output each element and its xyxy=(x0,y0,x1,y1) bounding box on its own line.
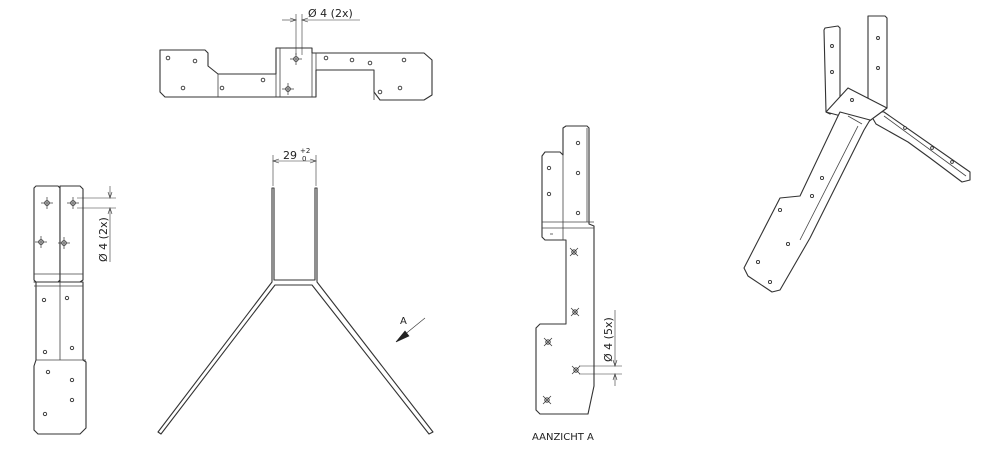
view-a-hole-label: Ø 4 (5x) xyxy=(602,317,615,362)
top-view-outline xyxy=(159,47,433,101)
side-view-strip-right xyxy=(59,185,84,283)
isometric-view xyxy=(743,15,971,293)
width-tol-upper: +2 xyxy=(300,147,310,155)
view-marker-label: A xyxy=(400,316,407,327)
iso-main-plate xyxy=(743,111,871,293)
view-a-hole-dimension: Ø 4 (5x) xyxy=(579,310,622,386)
top-hole-label: Ø 4 (2x) xyxy=(308,7,353,20)
front-view: 29 +2 0 xyxy=(157,147,434,435)
width-tol-lower: 0 xyxy=(302,155,306,163)
width-value: 29 xyxy=(283,149,297,162)
front-view-profile xyxy=(157,187,434,435)
top-hole-dimension: Ø 4 (2x) xyxy=(282,7,360,55)
top-view: Ø 4 (2x) xyxy=(159,7,433,101)
view-a-hole-crosses xyxy=(542,247,581,405)
width-dimension: 29 +2 0 xyxy=(272,147,317,186)
view-a-outer xyxy=(535,125,595,415)
iso-upright-right xyxy=(867,15,888,113)
side-hole-dimension: Ø 4 (2x) xyxy=(77,186,116,262)
top-view-hole-marked-1 xyxy=(290,53,302,65)
view-a-caption: AANZICHT A xyxy=(532,432,594,443)
side-hole-label: Ø 4 (2x) xyxy=(97,217,110,262)
view-arrow-a: A xyxy=(395,316,426,343)
view-a: Ø 4 (5x) AANZICHT A xyxy=(532,125,622,443)
side-view: Ø 4 (2x) xyxy=(33,185,116,435)
top-view-hole-marked-2 xyxy=(282,83,294,95)
iso-wing xyxy=(867,109,971,183)
